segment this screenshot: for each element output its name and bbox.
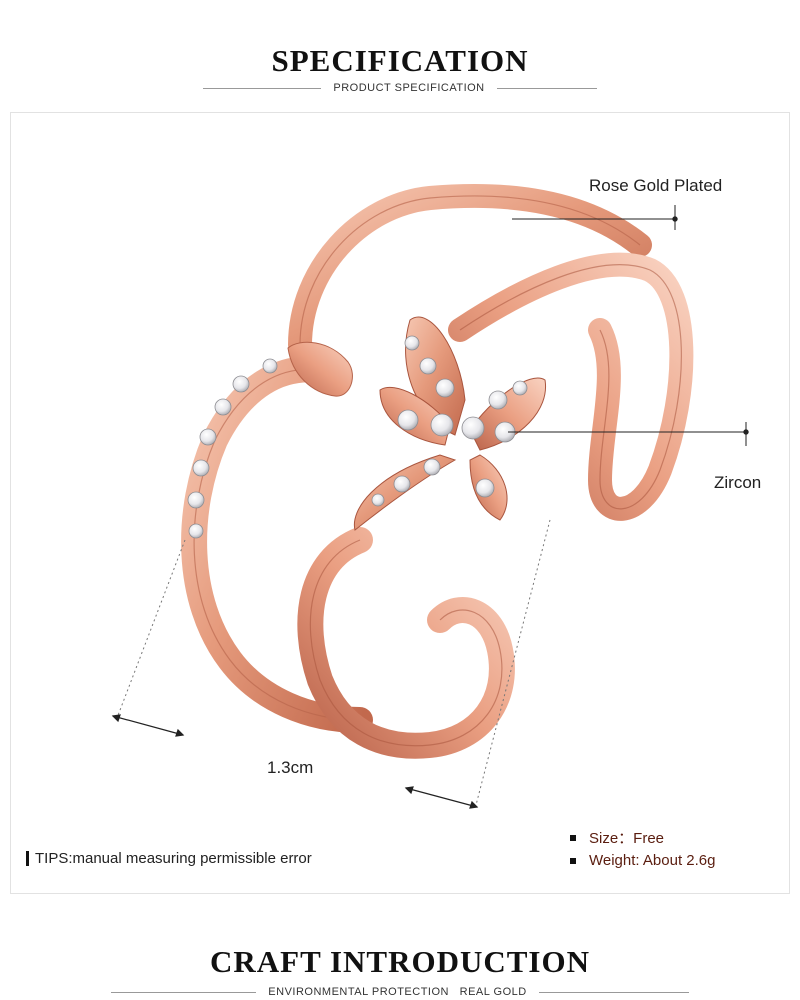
width-label: 1.3cm bbox=[267, 758, 314, 777]
divider-left bbox=[203, 87, 322, 89]
leaf-tip bbox=[287, 341, 353, 397]
material-label: Rose Gold Plated bbox=[589, 176, 723, 195]
craft-subtitle: ENVIRONMENTAL PROTECTION REAL GOLD bbox=[268, 986, 527, 998]
spec-size: Size：Free bbox=[570, 826, 715, 849]
divider-right bbox=[496, 87, 597, 89]
stone-label: Zircon bbox=[714, 473, 762, 492]
craft-title: CRAFT INTRODUCTION bbox=[210, 944, 590, 979]
craft-subtitle-row: ENVIRONMENTAL PROTECTION REAL GOLD bbox=[0, 986, 800, 998]
lower-band-edge bbox=[309, 539, 503, 747]
product-spec-panel bbox=[10, 112, 790, 894]
specification-subtitle-row: PRODUCT SPECIFICATION bbox=[0, 82, 800, 94]
right-loop-edge bbox=[459, 264, 682, 510]
dimension-arrows bbox=[111, 714, 479, 809]
specification-header: SPECIFICATION PRODUCT SPECIFICATION bbox=[0, 40, 800, 110]
spec-size-text: Size：Free bbox=[589, 830, 665, 847]
lower-band bbox=[297, 527, 515, 759]
tips-bar bbox=[26, 851, 29, 866]
band-stones bbox=[187, 358, 278, 539]
spec-weight: Weight: About 2.6g bbox=[570, 849, 715, 872]
divider-right bbox=[538, 991, 689, 993]
bullet-icon bbox=[570, 857, 576, 864]
left-band-edge bbox=[193, 368, 361, 721]
tips-text: TIPS:manual measuring permissible error bbox=[35, 850, 312, 867]
callout-material bbox=[512, 205, 678, 230]
specification-title: SPECIFICATION bbox=[271, 43, 529, 78]
craft-header: CRAFT INTRODUCTION ENVIRONMENTAL PROTECT… bbox=[0, 940, 800, 1000]
bullet-icon bbox=[570, 834, 576, 841]
flower-stones bbox=[371, 335, 528, 507]
callout-stone bbox=[508, 422, 749, 446]
upper-band-edge bbox=[299, 195, 641, 346]
dimension-guides bbox=[116, 519, 551, 806]
specs-list: Size：Free Weight: About 2.6g bbox=[570, 826, 715, 872]
spec-weight-text: Weight: About 2.6g bbox=[589, 852, 716, 869]
tips-note: TIPS:manual measuring permissible error bbox=[26, 850, 312, 867]
divider-left bbox=[111, 991, 257, 993]
specification-subtitle: PRODUCT SPECIFICATION bbox=[333, 82, 485, 94]
